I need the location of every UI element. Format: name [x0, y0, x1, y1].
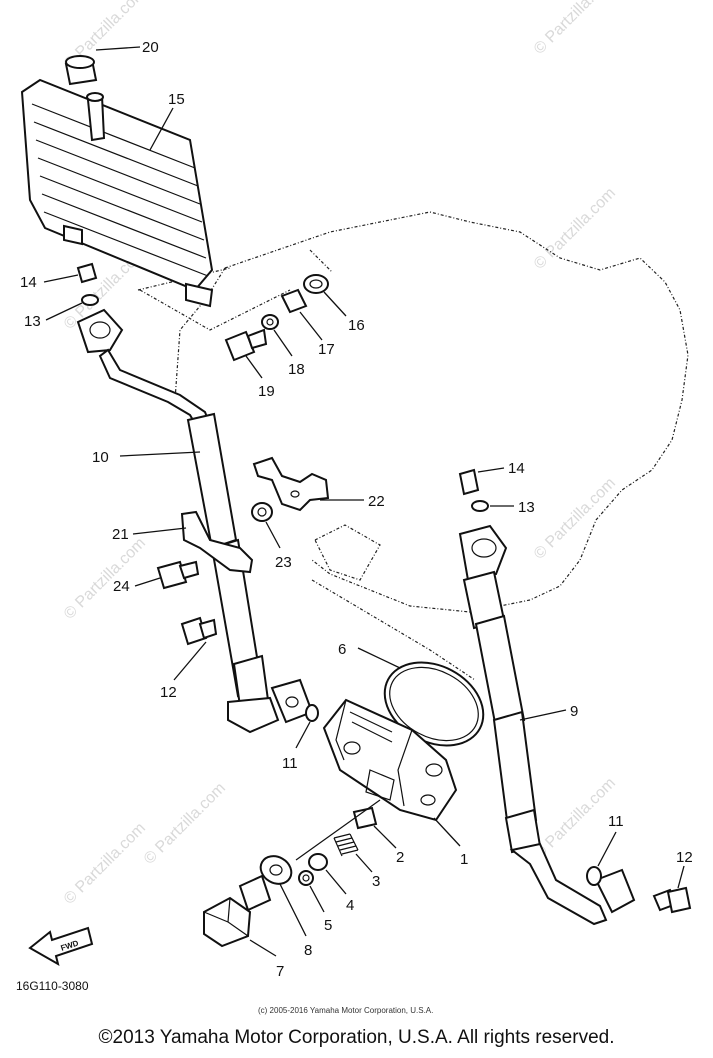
- callout-4[interactable]: 4: [346, 897, 354, 914]
- engine-detail-2: [311, 524, 476, 681]
- callout-6[interactable]: 6: [338, 641, 346, 658]
- callout-19[interactable]: 19: [258, 383, 275, 400]
- callout-23[interactable]: 23: [275, 554, 292, 571]
- callout-12-right[interactable]: 12: [676, 849, 693, 866]
- part-14-union-bolt-upper[interactable]: [76, 262, 98, 284]
- part-13-o-ring-right[interactable]: [471, 500, 489, 512]
- fwd-arrow-icon: FWD: [28, 926, 94, 967]
- callout-13-upper[interactable]: 13: [24, 313, 41, 330]
- callout-3[interactable]: 3: [372, 873, 380, 890]
- callout-11-right[interactable]: 11: [608, 813, 624, 830]
- callout-14-right[interactable]: 14: [508, 460, 525, 477]
- watermark-7: © Partzilla.com: [141, 780, 229, 868]
- part-11-o-ring-right[interactable]: [586, 866, 602, 886]
- part-5-washer[interactable]: [298, 870, 314, 886]
- part-10-oil-hose-left[interactable]: [76, 308, 314, 734]
- callout-1[interactable]: 1: [460, 851, 468, 868]
- watermark-5: © Partzilla.com: [531, 475, 619, 563]
- part-13-o-ring-upper[interactable]: [81, 294, 99, 306]
- watermark-3: © Partzilla.com: [531, 185, 619, 273]
- callout-14-upper[interactable]: 14: [20, 274, 37, 291]
- callout-7[interactable]: 7: [276, 963, 284, 980]
- callout-13-right[interactable]: 13: [518, 499, 535, 516]
- part-22-bracket[interactable]: [252, 456, 330, 512]
- part-7-union-bolt[interactable]: [203, 874, 272, 948]
- engine-outline: [174, 211, 689, 613]
- copyright-small: (c) 2005-2016 Yamaha Motor Corporation, …: [258, 1006, 433, 1015]
- part-12-bolt-left[interactable]: [180, 616, 218, 646]
- part-24-bolt[interactable]: [156, 560, 200, 590]
- callout-5[interactable]: 5: [324, 917, 332, 934]
- copyright-notice: ©2013 Yamaha Motor Corporation, U.S.A. A…: [98, 1027, 615, 1048]
- watermark-8: © Partzilla.com: [531, 775, 619, 863]
- callout-17[interactable]: 17: [318, 341, 335, 358]
- part-11-o-ring-left[interactable]: [305, 704, 319, 722]
- part-23-collar[interactable]: [251, 502, 273, 522]
- callout-9[interactable]: 9: [570, 703, 578, 720]
- watermark-9: © Partzilla.com: [61, 820, 149, 908]
- part-3-spring[interactable]: [333, 833, 359, 857]
- callout-24[interactable]: 24: [113, 578, 130, 595]
- callout-22[interactable]: 22: [368, 493, 385, 510]
- callout-21[interactable]: 21: [112, 526, 129, 543]
- callout-12-left[interactable]: 12: [160, 684, 177, 701]
- callout-20[interactable]: 20: [142, 39, 159, 56]
- part-12-bolt-right[interactable]: [652, 886, 692, 914]
- part-8-washer[interactable]: [256, 851, 297, 890]
- callout-10[interactable]: 10: [92, 449, 109, 466]
- part-4-plug[interactable]: [308, 853, 328, 871]
- part-20-cap[interactable]: [64, 55, 98, 86]
- callout-18[interactable]: 18: [288, 361, 305, 378]
- watermark-2: © Partzilla.com: [531, 0, 619, 58]
- callout-2[interactable]: 2: [396, 849, 404, 866]
- callout-15[interactable]: 15: [168, 91, 185, 108]
- part-18-washer[interactable]: [261, 314, 279, 330]
- part-15-oil-cooler[interactable]: [20, 78, 214, 308]
- assembly-line: [295, 799, 381, 861]
- engine-detail-1: [137, 249, 333, 331]
- callout-8[interactable]: 8: [304, 942, 312, 959]
- part-14-union-bolt-right[interactable]: [458, 468, 480, 496]
- callout-16[interactable]: 16: [348, 317, 365, 334]
- diagram-code: 16G110-3080: [16, 979, 89, 993]
- part-1-cooler-base[interactable]: [322, 698, 458, 822]
- callout-11-left[interactable]: 11: [282, 755, 298, 772]
- part-19-bolt[interactable]: [224, 328, 268, 362]
- part-9-oil-hose-right[interactable]: [458, 524, 636, 926]
- part-17-spacer[interactable]: [280, 288, 308, 314]
- watermark-6: © Partzilla.com: [61, 535, 149, 623]
- part-16-collar[interactable]: [303, 274, 329, 294]
- part-21-hose-clamp[interactable]: [180, 510, 254, 574]
